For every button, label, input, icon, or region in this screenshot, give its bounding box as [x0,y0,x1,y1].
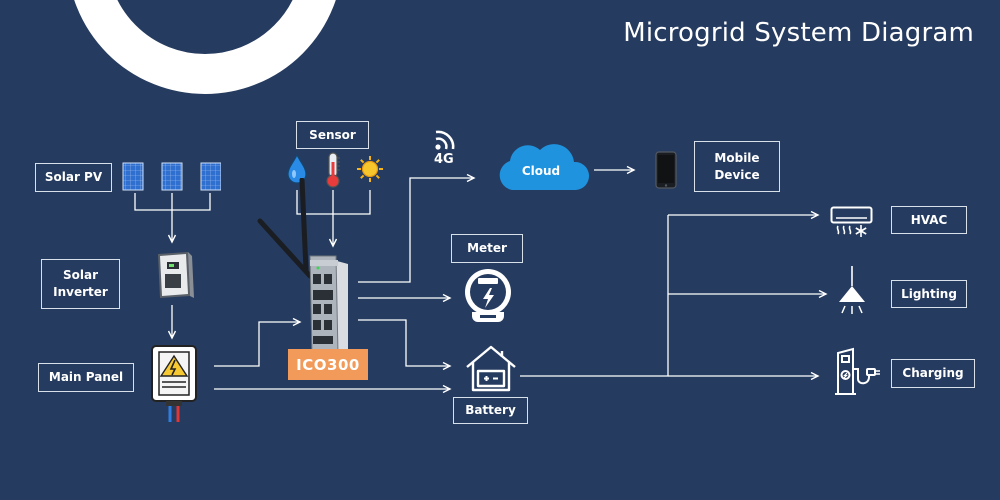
thermometer-icon [326,152,340,188]
wire-battery-bus [520,215,669,377]
smartphone-icon [655,151,677,189]
gateway-label: ICO300 [288,349,368,380]
electric-meter-icon [465,269,511,322]
wire-panel-to-gateway [214,317,302,367]
label-hvac: HVAC [891,206,967,234]
label-meter: Meter [451,234,523,263]
wifi-signal-icon [435,130,455,150]
ceiling-lamp-icon [839,266,865,314]
electrical-panel-icon [151,345,197,422]
sun-icon [357,156,383,182]
label-main-panel: Main Panel [38,363,134,392]
wire-gateway-to-battery [358,319,452,371]
air-conditioner-icon [830,206,873,237]
solar-panel-icon [122,162,221,191]
label-charging: Charging [891,359,975,388]
label-lighting: Lighting [891,280,967,308]
water-drop-icon [287,154,307,184]
battery-house-icon [466,345,516,392]
decorative-ring-icon [74,0,336,94]
ev-charger-icon [835,347,880,395]
industrial-gateway-icon [257,178,348,357]
label-battery: Battery [453,397,528,424]
signal-label: 4G [434,152,454,167]
diagram-title: Microgrid System Diagram [623,18,974,48]
label-sensor: Sensor [296,121,369,149]
label-mobile-device: Mobile Device [694,141,780,192]
inverter-icon [158,252,194,298]
cloud-label: Cloud [521,164,561,178]
wire-gateway-to-cloud [358,173,476,283]
label-solar-pv: Solar PV [35,163,112,192]
label-solar-inverter: Solar Inverter [41,259,120,309]
cloud-icon [499,144,590,190]
